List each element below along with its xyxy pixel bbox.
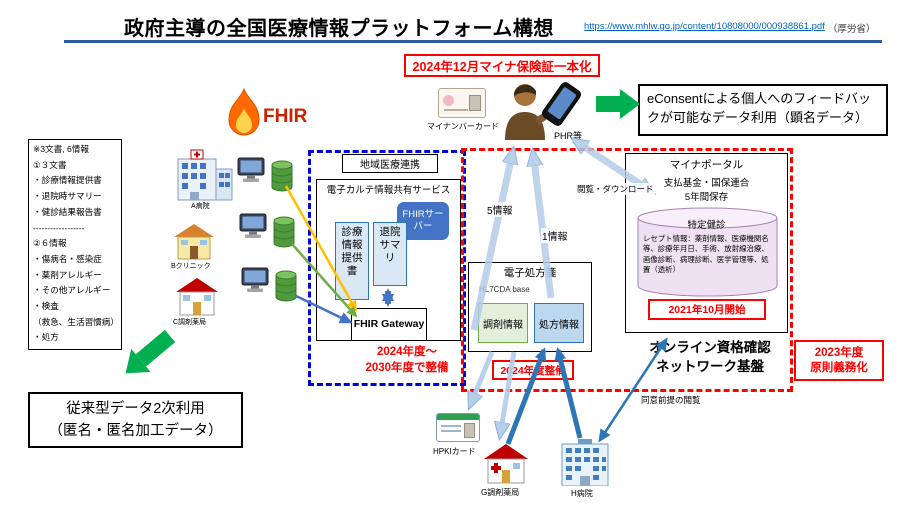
regional-schedule: 2024年度～ 2030年度で整備 xyxy=(348,344,466,376)
source-link[interactable]: https://www.mhlw.go.jp/content/10808000/… xyxy=(584,21,825,32)
secondary-use-arrow xyxy=(125,329,176,374)
portal-start-badge: 2021年10月開始 xyxy=(648,299,766,320)
eprescription-box: 電子処方箋 HL7CDA base 調剤情報 処方情報 xyxy=(468,262,592,352)
panel-line: ・退院時サマリー xyxy=(33,191,102,202)
mandate-badge: 2023年度 原則義務化 xyxy=(794,340,884,381)
eprescription-standard: HL7CDA base xyxy=(479,285,530,294)
regional-schedule-line1: 2024年度～ xyxy=(376,346,438,358)
hospital-a-label: A病院 xyxy=(191,203,210,210)
referral-document-box: 診療情報提供書 xyxy=(335,222,369,300)
hospital-a-icon xyxy=(177,149,233,201)
prescription-info-box: 処方情報 xyxy=(534,303,584,343)
computer-icon xyxy=(241,267,273,294)
mandate-line1: 2023年度 xyxy=(814,346,864,359)
database-icon xyxy=(275,270,297,302)
panel-line: ①３文書 xyxy=(33,159,67,170)
panel-line: ※3文書, 6情報 xyxy=(33,144,89,154)
hpki-card-band xyxy=(437,414,479,420)
discharge-summary-box: 退院サマリ xyxy=(373,222,407,286)
pharmacy-g-label: G調剤薬局 xyxy=(481,488,520,497)
secondary-use-line2: （匿名・匿名加工データ） xyxy=(48,423,223,439)
view-download-label: 閲覧・ダウンロード xyxy=(576,183,655,195)
regional-schedule-line2: 2030年度で整備 xyxy=(365,362,449,374)
tokutei-kenshin-label: 特定健診 xyxy=(687,220,726,231)
panel-line: ・薬剤アレルギー xyxy=(33,269,102,280)
database-icon xyxy=(271,160,293,192)
five-info-label: 5情報 xyxy=(486,202,514,217)
network-label-line2: ネットワーク基盤 xyxy=(656,359,764,374)
myna-portal-box: マイナポータル 支払基金・国保連合 5年間保存 特定健診 レセプト情報：薬剤情報… xyxy=(625,153,788,333)
source-link-row: https://www.mhlw.go.jp/content/10808000/… xyxy=(584,21,875,35)
receipt-info-text: レセプト情報：薬剤情報、医療機関名等、診療年月日、手術、放射線治療、画像診断、病… xyxy=(643,234,769,275)
panel-line: ・処方 xyxy=(33,332,59,343)
hpki-card-label: HPKIカード xyxy=(433,447,476,456)
fhir-flame-icon xyxy=(226,88,262,140)
portal-retention: 5年間保存 xyxy=(684,192,729,203)
myna-portal-title: マイナポータル xyxy=(669,159,744,171)
clinic-b-icon xyxy=(173,223,215,260)
panel-divider: ------------------ xyxy=(33,222,85,233)
card-line xyxy=(444,109,468,111)
clinic-b-label: Bクリニック xyxy=(171,263,211,270)
computer-icon xyxy=(239,213,271,240)
panel-line: ②６情報 xyxy=(33,238,67,249)
card-photo xyxy=(464,423,475,438)
fhir-gateway-box: FHIR Gateway xyxy=(351,308,427,341)
panel-line: ・傷病名・感染症 xyxy=(33,253,102,264)
card-emblem xyxy=(443,95,454,106)
eprescription-schedule-badge: 2024年度整備 xyxy=(492,360,574,380)
hpki-card-icon xyxy=(436,413,480,442)
consent-view-label: 同意前提の閲覧 xyxy=(640,394,702,406)
eprescription-title: 電子処方箋 xyxy=(503,267,557,279)
source-link-note: （厚労省） xyxy=(827,24,876,35)
card-line xyxy=(441,430,461,432)
dispensing-info-box: 調剤情報 xyxy=(478,303,528,343)
database-icon xyxy=(273,216,295,248)
mandate-line2: 原則義務化 xyxy=(810,361,868,374)
portal-org: 支払基金・国保連合 xyxy=(663,178,750,189)
online-qualification-network-label: オンライン資格確認 ネットワーク基盤 xyxy=(628,338,792,376)
panel-line: ・検査 xyxy=(33,301,59,312)
panel-line: （救急、生活習慣病） xyxy=(33,316,119,327)
secondary-use-box: 従来型データ2次利用 （匿名・匿名加工データ） xyxy=(28,392,243,448)
computer-icon xyxy=(237,157,269,184)
ehr-sharing-service-title: 電子カルテ情報共有サービス xyxy=(326,185,451,196)
page-title: 政府主導の全国医療情報プラットフォーム構想 xyxy=(124,18,554,40)
mynumber-card-label: マイナンバーカード xyxy=(427,122,499,131)
health-data-cylinder xyxy=(635,206,780,298)
secondary-use-line1: 従来型データ2次利用 xyxy=(66,401,205,417)
insurance-unification-badge: 2024年12月マイナ保険証一本化 xyxy=(404,54,600,77)
panel-line: ・その他アレルギー xyxy=(33,285,111,296)
mynumber-card-icon xyxy=(438,88,486,118)
card-line xyxy=(441,425,461,427)
econsent-note: eConsentによる個人へのフィードバックが可能なデータ利用（顕名データ） xyxy=(638,84,888,136)
title-underline xyxy=(64,40,882,43)
pharmacy-c-label: C調剤薬局 xyxy=(173,319,207,326)
panel-line: ・診療情報提供書 xyxy=(33,175,102,186)
pharmacy-g-icon xyxy=(483,443,529,484)
one-info-label: 1情報 xyxy=(541,228,569,243)
hospital-h-icon xyxy=(556,438,614,486)
panel-line: ・健診結果報告書 xyxy=(33,206,102,217)
phr-label: PHR等 xyxy=(554,131,583,141)
card-photo xyxy=(469,95,481,111)
feedback-arrow xyxy=(596,89,640,119)
hospital-h-label: H病院 xyxy=(571,489,593,498)
fhir-label: FHIR xyxy=(263,106,308,127)
network-label-line1: オンライン資格確認 xyxy=(649,340,771,355)
pharmacy-c-icon xyxy=(175,277,219,316)
regional-title: 地域医療連携 xyxy=(342,154,438,173)
documents-info-panel: ※3文書, 6情報 ①３文書 ・診療情報提供書 ・退院時サマリー ・健診結果報告… xyxy=(28,139,122,350)
